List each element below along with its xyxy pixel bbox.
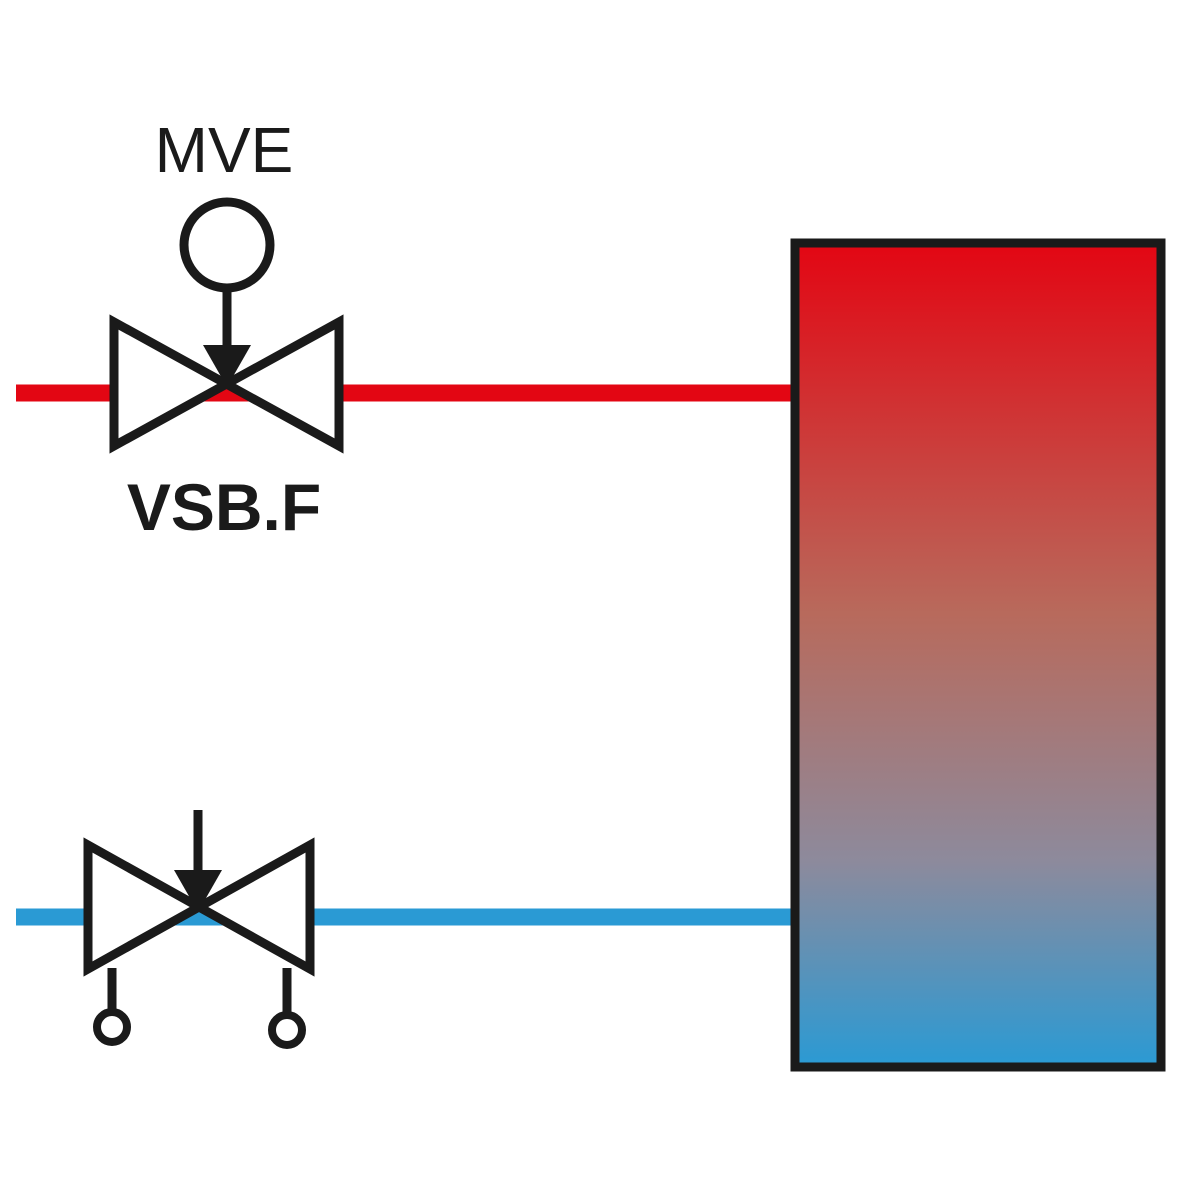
arrow-down-icon xyxy=(203,345,251,387)
contact-left-icon xyxy=(93,1008,131,1046)
actuator-circle-icon xyxy=(179,197,275,293)
storage-tank xyxy=(790,238,1166,1072)
control-valve-vsb-f: MVE VSB.F xyxy=(109,114,344,544)
contact-right-icon xyxy=(268,1011,306,1049)
arrow-down-icon xyxy=(174,870,222,912)
actuator-mve xyxy=(179,197,275,387)
tank-body xyxy=(790,238,1166,1072)
actuator-label: MVE xyxy=(155,114,294,186)
valve-label: VSB.F xyxy=(127,470,321,544)
return-valve xyxy=(83,810,315,1049)
